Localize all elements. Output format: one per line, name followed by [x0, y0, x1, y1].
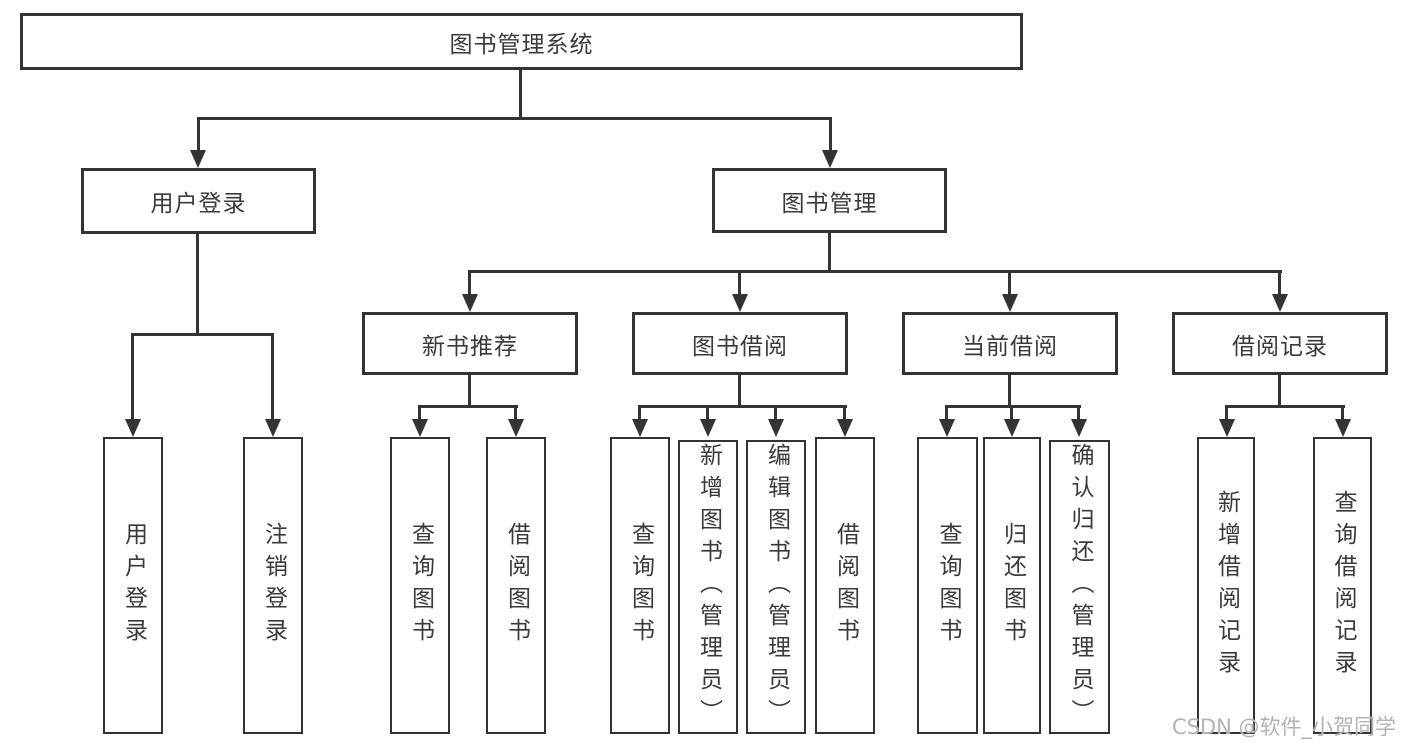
- arrow-down-icon: [125, 419, 141, 437]
- connector-root-bus: [197, 117, 831, 120]
- connector-drop: [843, 405, 846, 421]
- leaf-query-books-label: 查询图书: [407, 521, 434, 650]
- leaf-logout-label: 注销登录: [260, 521, 287, 650]
- node-book-management-label: 图书管理: [781, 190, 878, 217]
- connector-drop-new-book-rec: [468, 270, 471, 296]
- connector-drop-leaf-user-login: [131, 333, 134, 421]
- csdn-watermark: CSDN @软件_小贺同学: [1172, 715, 1397, 739]
- arrow-down-icon: [412, 419, 428, 437]
- leaf-borrow-books-label: 借阅图书: [832, 521, 859, 650]
- leaf-return-books: 归还图书: [983, 437, 1041, 734]
- node-library-management-system: 图书管理系统: [20, 13, 1023, 70]
- leaf-add-book-admin-label: 新增图书（管理员）: [695, 443, 722, 731]
- connector-drop: [1077, 405, 1080, 421]
- connector-current-borrowing-bus: [945, 405, 1081, 408]
- node-borrowing-records-label: 借阅记录: [1232, 333, 1328, 360]
- arrow-down-icon: [732, 294, 748, 312]
- arrow-down-icon: [1335, 419, 1351, 437]
- leaf-return-books-label: 归还图书: [999, 521, 1026, 650]
- connector-drop-current-borrowing: [1008, 270, 1011, 296]
- connector-current-borrowing-stem: [1008, 375, 1011, 408]
- node-user-login-label: 用户登录: [150, 191, 247, 217]
- connector-drop: [1341, 405, 1344, 421]
- connector-book-borrowing-stem: [738, 375, 741, 408]
- leaf-query-books-borrowing: 查询图书: [610, 437, 670, 734]
- arrow-down-icon: [508, 419, 524, 437]
- leaf-query-borrow-record-label: 查询借阅记录: [1330, 489, 1356, 682]
- connector-drop: [1225, 405, 1228, 421]
- connector-drop-leaf-logout: [271, 333, 274, 421]
- arrow-down-icon: [1219, 419, 1235, 437]
- arrow-down-icon: [462, 294, 478, 312]
- arrow-down-icon: [190, 150, 206, 168]
- node-current-borrowing-label: 当前借阅: [962, 333, 1058, 360]
- connector-drop-borrowing-records: [1278, 270, 1281, 296]
- connector-drop: [1010, 405, 1013, 421]
- leaf-add-borrow-record: 新增借阅记录: [1197, 437, 1255, 734]
- leaf-add-book-admin: 新增图书（管理员）: [678, 440, 738, 734]
- leaf-edit-book-admin-label: 编辑图书（管理员）: [763, 443, 790, 731]
- connector-user-login-stem: [196, 234, 199, 336]
- connector-book-management-bus: [468, 270, 1282, 273]
- connector-new-book-rec-stem: [468, 375, 471, 408]
- leaf-query-borrow-record: 查询借阅记录: [1313, 437, 1372, 734]
- leaf-user-login-label: 用户登录: [120, 521, 147, 650]
- arrow-down-icon: [837, 419, 853, 437]
- leaf-borrow-books-borrowing: 借阅图书: [815, 437, 875, 734]
- leaf-confirm-return-admin-label: 确认归还（管理员）: [1067, 443, 1093, 731]
- arrow-down-icon: [822, 150, 838, 168]
- node-new-book-recommendation-label: 新书推荐: [422, 333, 518, 360]
- connector-borrowing-records-bus: [1225, 405, 1345, 408]
- leaf-query-books-label: 查询图书: [935, 521, 961, 650]
- arrow-down-icon: [1071, 419, 1087, 437]
- leaf-query-books-recommendation: 查询图书: [390, 437, 450, 734]
- connector-drop: [514, 405, 517, 421]
- arrow-down-icon: [939, 419, 955, 437]
- connector-drop: [706, 405, 709, 421]
- leaf-confirm-return-admin: 确认归还（管理员）: [1049, 440, 1110, 734]
- arrow-down-icon: [768, 419, 784, 437]
- arrow-down-icon: [1272, 294, 1288, 312]
- connector-drop-user-login: [197, 117, 200, 153]
- connector-new-book-rec-bus: [418, 405, 518, 408]
- node-book-borrowing-label: 图书借阅: [692, 333, 788, 360]
- node-book-borrowing: 图书借阅: [632, 312, 848, 375]
- node-book-management: 图书管理: [712, 168, 947, 233]
- node-new-book-recommendation: 新书推荐: [362, 312, 578, 375]
- connector-drop: [774, 405, 777, 421]
- connector-drop: [945, 405, 948, 421]
- arrow-down-icon: [632, 419, 648, 437]
- connector-user-login-bus: [131, 333, 274, 336]
- arrow-down-icon: [1004, 419, 1020, 437]
- node-borrowing-records: 借阅记录: [1172, 312, 1388, 375]
- leaf-borrow-books-recommendation: 借阅图书: [486, 437, 546, 734]
- leaf-add-borrow-record-label: 新增借阅记录: [1213, 489, 1240, 682]
- connector-book-borrowing-bus: [638, 405, 847, 408]
- connector-borrowing-records-stem: [1278, 375, 1281, 408]
- arrow-down-icon: [1002, 294, 1018, 312]
- connector-drop-book-management: [829, 117, 832, 153]
- leaf-borrow-books-label: 借阅图书: [503, 521, 530, 650]
- leaf-user-login: 用户登录: [103, 437, 163, 734]
- node-user-login: 用户登录: [81, 168, 316, 234]
- node-library-management-system-label: 图书管理系统: [449, 31, 594, 58]
- arrow-down-icon: [700, 419, 716, 437]
- arrow-down-icon: [265, 419, 281, 437]
- leaf-query-books-label: 查询图书: [627, 521, 654, 650]
- connector-drop-book-borrowing: [738, 270, 741, 296]
- leaf-query-books-current: 查询图书: [917, 437, 978, 734]
- connector-root-stem: [519, 68, 522, 119]
- connector-book-management-stem: [828, 233, 831, 273]
- connector-drop: [418, 405, 421, 421]
- connector-drop: [638, 405, 641, 421]
- leaf-logout: 注销登录: [243, 437, 303, 734]
- node-current-borrowing: 当前借阅: [902, 312, 1118, 375]
- leaf-edit-book-admin: 编辑图书（管理员）: [746, 440, 806, 734]
